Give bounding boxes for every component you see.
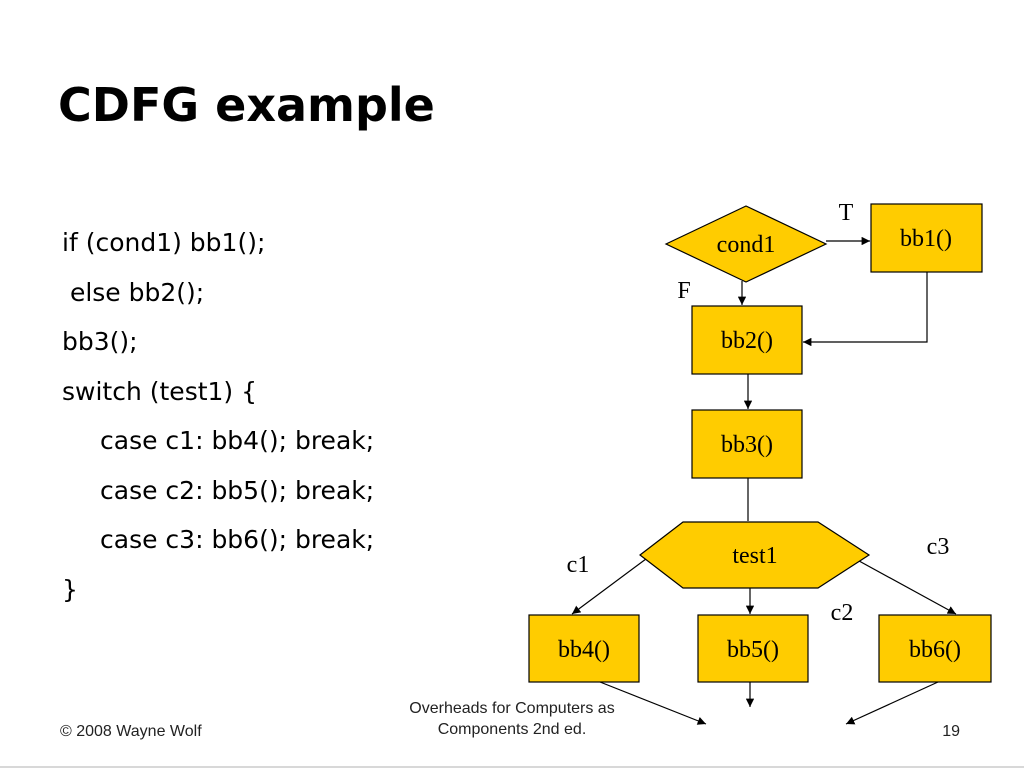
node-bb5-label: bb5() xyxy=(727,637,779,663)
node-bb6-box xyxy=(878,614,992,683)
code-line: } xyxy=(62,574,78,604)
edge-bb1-bb2 xyxy=(803,272,928,347)
edge-label-c2: c2 xyxy=(831,600,854,626)
node-bb4-label: bb4() xyxy=(558,637,610,663)
footer-source-line: Overheads for Computers as xyxy=(409,700,615,717)
edge-test1-bb6 xyxy=(849,555,957,615)
node-bb5-box xyxy=(697,614,809,683)
node-cond1-diamond xyxy=(664,205,828,283)
code-line: switch (test1) { xyxy=(62,376,258,406)
code-listing: if (cond1) bb1(); else bb2(); bb3(); swi… xyxy=(62,218,374,614)
node-bb2-box xyxy=(691,305,803,375)
node-test1-label: test1 xyxy=(732,543,777,569)
edge-label-true: T xyxy=(839,200,854,226)
node-cond1-label: cond1 xyxy=(717,232,776,258)
code-line: bb3(); xyxy=(62,327,138,356)
code-line: if (cond1) bb1(); xyxy=(62,228,266,257)
edge-bb4-out xyxy=(599,681,707,725)
page-number: 19 xyxy=(942,723,960,740)
node-bb4-box xyxy=(528,614,640,683)
bottom-divider xyxy=(0,766,1024,768)
code-line: case c2: bb5(); break; xyxy=(100,475,375,505)
footer-copyright: © 2008 Wayne Wolf xyxy=(60,723,202,740)
node-bb3-label: bb3() xyxy=(721,432,773,458)
footer-source: Overheads for Computers as Components 2n… xyxy=(370,698,654,740)
edge-bb6-out xyxy=(845,681,939,725)
node-bb3-box xyxy=(691,409,803,479)
node-bb1-box xyxy=(870,203,983,273)
edge-label-false: F xyxy=(677,278,690,304)
code-line: case c3: bb6(); break; xyxy=(100,525,375,554)
node-bb1-label: bb1() xyxy=(900,226,952,252)
node-bb6-label: bb6() xyxy=(909,637,961,663)
code-line: case c1: bb4(); break; xyxy=(100,426,375,455)
footer-source-line: Components 2nd ed. xyxy=(437,721,587,738)
node-bb2-label: bb2() xyxy=(721,328,773,354)
slide-title: CDFG example xyxy=(58,78,435,132)
node-test1-hexagon xyxy=(639,521,871,589)
edge-label-c3: c3 xyxy=(927,534,950,560)
code-line: else bb2(); xyxy=(62,277,205,307)
edge-label-c1: c1 xyxy=(567,552,590,578)
edge-test1-bb4 xyxy=(571,555,651,615)
